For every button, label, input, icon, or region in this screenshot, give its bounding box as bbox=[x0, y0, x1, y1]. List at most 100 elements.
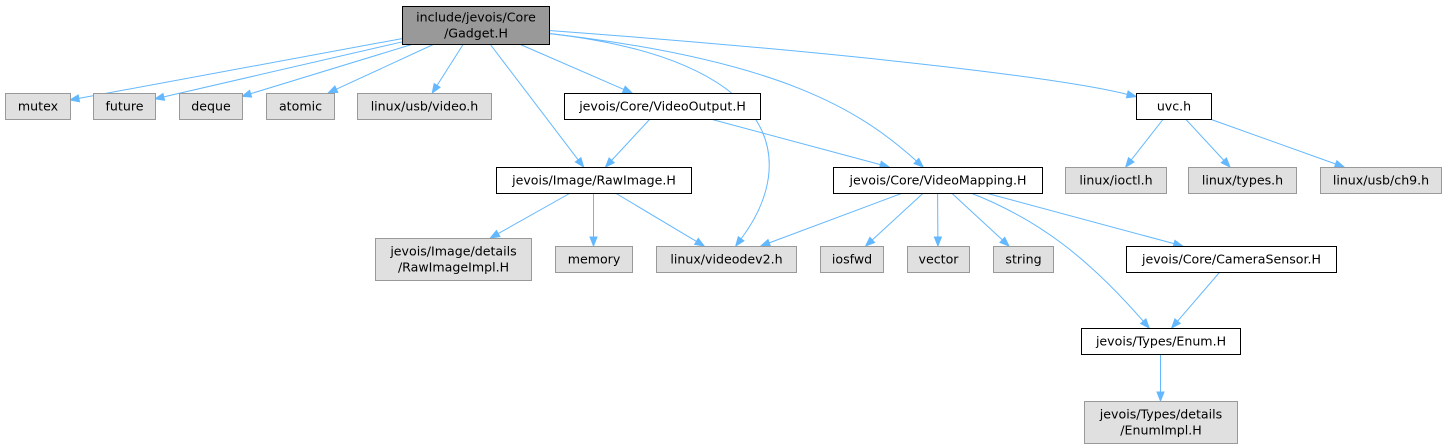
edge-rawimage-videodev2 bbox=[615, 192, 706, 247]
node-box bbox=[375, 238, 532, 281]
node-label: atomic bbox=[279, 99, 322, 114]
edge-arrowhead bbox=[604, 157, 616, 169]
node-label: /EnumImpl.H bbox=[1120, 423, 1201, 438]
node-ch9[interactable]: linux/usb/ch9.h bbox=[1320, 167, 1442, 194]
edge-line bbox=[1209, 118, 1336, 165]
edge-arrowhead bbox=[326, 85, 339, 94]
edge-videomapping-vector bbox=[933, 192, 943, 248]
node-mutex[interactable]: mutex bbox=[5, 93, 71, 120]
edge-line bbox=[548, 32, 917, 162]
edge-line bbox=[250, 43, 414, 95]
node-box bbox=[1084, 401, 1238, 444]
node-box bbox=[1081, 328, 1241, 355]
node-future[interactable]: future bbox=[93, 93, 156, 120]
node-box bbox=[1188, 167, 1297, 194]
edge-line bbox=[436, 43, 464, 86]
node-label: vector bbox=[919, 252, 960, 267]
node-box bbox=[402, 6, 550, 45]
edge-line bbox=[611, 118, 651, 161]
node-memory[interactable]: memory bbox=[555, 246, 633, 273]
edge-gadget-uvc bbox=[548, 29, 1138, 99]
edge-arrowhead bbox=[1125, 90, 1138, 99]
edge-line bbox=[615, 192, 697, 242]
node-videodev2[interactable]: linux/videodev2.h bbox=[656, 246, 797, 273]
node-types[interactable]: linux/types.h bbox=[1188, 167, 1297, 194]
edge-arrowhead bbox=[489, 229, 501, 239]
node-label: future bbox=[106, 99, 144, 114]
node-videomapping[interactable]: jevois/Core/VideoMapping.H bbox=[833, 167, 1043, 194]
node-atomic[interactable]: atomic bbox=[266, 93, 335, 120]
node-label: jevois/Types/details bbox=[1099, 407, 1222, 422]
edge-arrowhead bbox=[240, 89, 253, 98]
node-deque[interactable]: deque bbox=[179, 93, 243, 120]
node-label: linux/videodev2.h bbox=[670, 252, 782, 267]
edge-videomapping-videodev2 bbox=[759, 192, 903, 247]
node-label: memory bbox=[568, 252, 621, 267]
edge-arrowhead bbox=[734, 235, 745, 248]
node-label: linux/types.h bbox=[1202, 173, 1283, 188]
node-box bbox=[656, 246, 797, 273]
node-rawimage[interactable]: jevois/Image/RawImage.H bbox=[496, 167, 692, 194]
node-label: jevois/Image/RawImage.H bbox=[511, 173, 676, 188]
node-label: jevois/Core/VideoOutput.H bbox=[578, 99, 746, 114]
node-iosfwd[interactable]: iosfwd bbox=[820, 246, 884, 273]
edge-arrowhead bbox=[864, 236, 876, 247]
edge-arrowhead bbox=[1139, 318, 1151, 330]
edge-uvc-ch9 bbox=[1209, 118, 1346, 168]
edge-uvc-types bbox=[1185, 118, 1231, 169]
node-box bbox=[1126, 246, 1337, 273]
node-label: iosfwd bbox=[832, 252, 872, 267]
edge-gadget-atomic bbox=[326, 43, 435, 94]
node-enum[interactable]: jevois/Types/Enum.H bbox=[1081, 328, 1241, 355]
node-label: jevois/Image/details bbox=[389, 244, 516, 259]
edge-line bbox=[985, 192, 1175, 245]
node-usbvideo[interactable]: linux/usb/video.h bbox=[357, 93, 492, 120]
nodes-layer: include/jevois/Core/Gadget.H mutex future d… bbox=[5, 6, 1442, 444]
edge-line bbox=[497, 192, 571, 235]
edge-line bbox=[489, 43, 579, 161]
node-box bbox=[833, 167, 1043, 194]
node-box bbox=[93, 93, 156, 120]
node-label: include/jevois/Core bbox=[416, 10, 536, 25]
node-box bbox=[357, 93, 492, 120]
edge-line bbox=[951, 192, 1003, 241]
node-ioctl[interactable]: linux/ioctl.h bbox=[1065, 167, 1167, 194]
edge-arrowhead bbox=[68, 94, 81, 103]
edge-line bbox=[970, 192, 1144, 322]
edge-line bbox=[1130, 118, 1164, 161]
edge-arrowhead bbox=[933, 236, 943, 248]
node-box bbox=[555, 246, 633, 273]
edge-arrowhead bbox=[913, 157, 925, 168]
edge-videomapping-camerasensor bbox=[985, 192, 1185, 248]
edge-arrowhead bbox=[1170, 318, 1182, 330]
edge-uvc-ioctl bbox=[1124, 118, 1164, 169]
edge-arrowhead bbox=[999, 236, 1010, 247]
node-box bbox=[179, 93, 243, 120]
node-camerasensor[interactable]: jevois/Core/CameraSensor.H bbox=[1126, 246, 1337, 273]
edge-videomapping-iosfwd bbox=[864, 192, 924, 247]
edge-rawimage-rawimageimpl bbox=[489, 192, 571, 239]
node-label: linux/ioctl.h bbox=[1079, 173, 1152, 188]
edge-arrowhead bbox=[1220, 157, 1231, 169]
node-enumimpl[interactable]: jevois/Types/details/EnumImpl.H bbox=[1084, 401, 1238, 444]
node-label: linux/usb/video.h bbox=[371, 99, 479, 114]
node-videooutput[interactable]: jevois/Core/VideoOutput.H bbox=[564, 93, 761, 120]
node-uvc[interactable]: uvc.h bbox=[1136, 93, 1212, 120]
node-vector[interactable]: vector bbox=[907, 246, 970, 273]
node-gadget[interactable]: include/jevois/Core/Gadget.H bbox=[402, 6, 550, 45]
node-label: linux/usb/ch9.h bbox=[1333, 173, 1429, 188]
edge-arrowhead bbox=[589, 236, 598, 248]
node-box bbox=[1320, 167, 1442, 194]
edge-arrowhead bbox=[431, 82, 441, 95]
edge-rawimage-memory bbox=[589, 192, 598, 248]
node-string[interactable]: string bbox=[993, 246, 1054, 273]
node-rawimageimpl[interactable]: jevois/Image/details/RawImageImpl.H bbox=[375, 238, 532, 281]
node-label: uvc.h bbox=[1157, 99, 1191, 114]
node-label: mutex bbox=[18, 99, 59, 114]
edge-arrowhead bbox=[621, 85, 634, 94]
node-box bbox=[5, 93, 71, 120]
node-box bbox=[564, 93, 761, 120]
edge-gadget-videooutput bbox=[519, 43, 634, 94]
edge-videooutput-videomapping bbox=[710, 118, 891, 169]
node-box bbox=[266, 93, 335, 120]
